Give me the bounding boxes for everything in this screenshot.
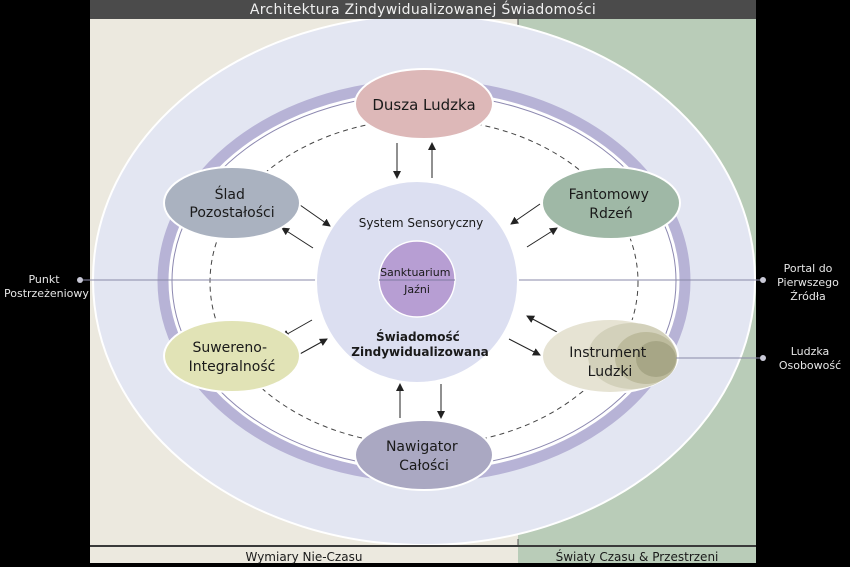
- ludzka-dot: [760, 355, 766, 361]
- node-instrument-ludzki[interactable]: [541, 318, 679, 394]
- label-punkt-postrzezeniowy: Punkt Postrzeżeniowy: [4, 273, 89, 300]
- label-instrument: Instrument Ludzki: [569, 345, 650, 380]
- label-nawigator: Nawigator Całości: [386, 439, 462, 474]
- label-sanktuarium: Sanktuarium Jaźni: [380, 266, 454, 296]
- footer-wymiary: Wymiary Nie-Czasu: [90, 545, 518, 564]
- label-system-sensoryczny: System Sensoryczny: [359, 216, 483, 230]
- label-ludzka-osobowosc: Ludzka Osobowość: [778, 345, 842, 372]
- page-title: Architektura Zindywidualizowanej Świadom…: [90, 0, 756, 19]
- label-portal: Portal do Pierwszego Źródła: [777, 262, 839, 303]
- label-swiadomosc: Świadomość Zindywidualizowana: [351, 329, 488, 359]
- node-dusza-ludzka[interactable]: [354, 68, 494, 140]
- node-slad-pozostalosci[interactable]: [163, 166, 301, 240]
- label-fantomowy: Fantomowy Rdzeń: [569, 187, 654, 222]
- sanktuarium-circle: [378, 240, 456, 318]
- punkt-dot: [77, 277, 83, 283]
- label-dusza: Dusza Ludzka: [372, 96, 475, 114]
- label-suwereno: Suwereno- Integralność: [189, 340, 276, 375]
- node-nawigator-calosci[interactable]: [354, 419, 494, 491]
- node-suwereno-integralnosc[interactable]: [163, 319, 301, 393]
- label-slad: Ślad Pozostałości: [189, 185, 274, 221]
- footer-swiaty: Światy Czasu & Przestrzeni: [518, 545, 756, 564]
- portal-dot: [760, 277, 766, 283]
- node-fantomowy-rdzen[interactable]: [541, 166, 681, 240]
